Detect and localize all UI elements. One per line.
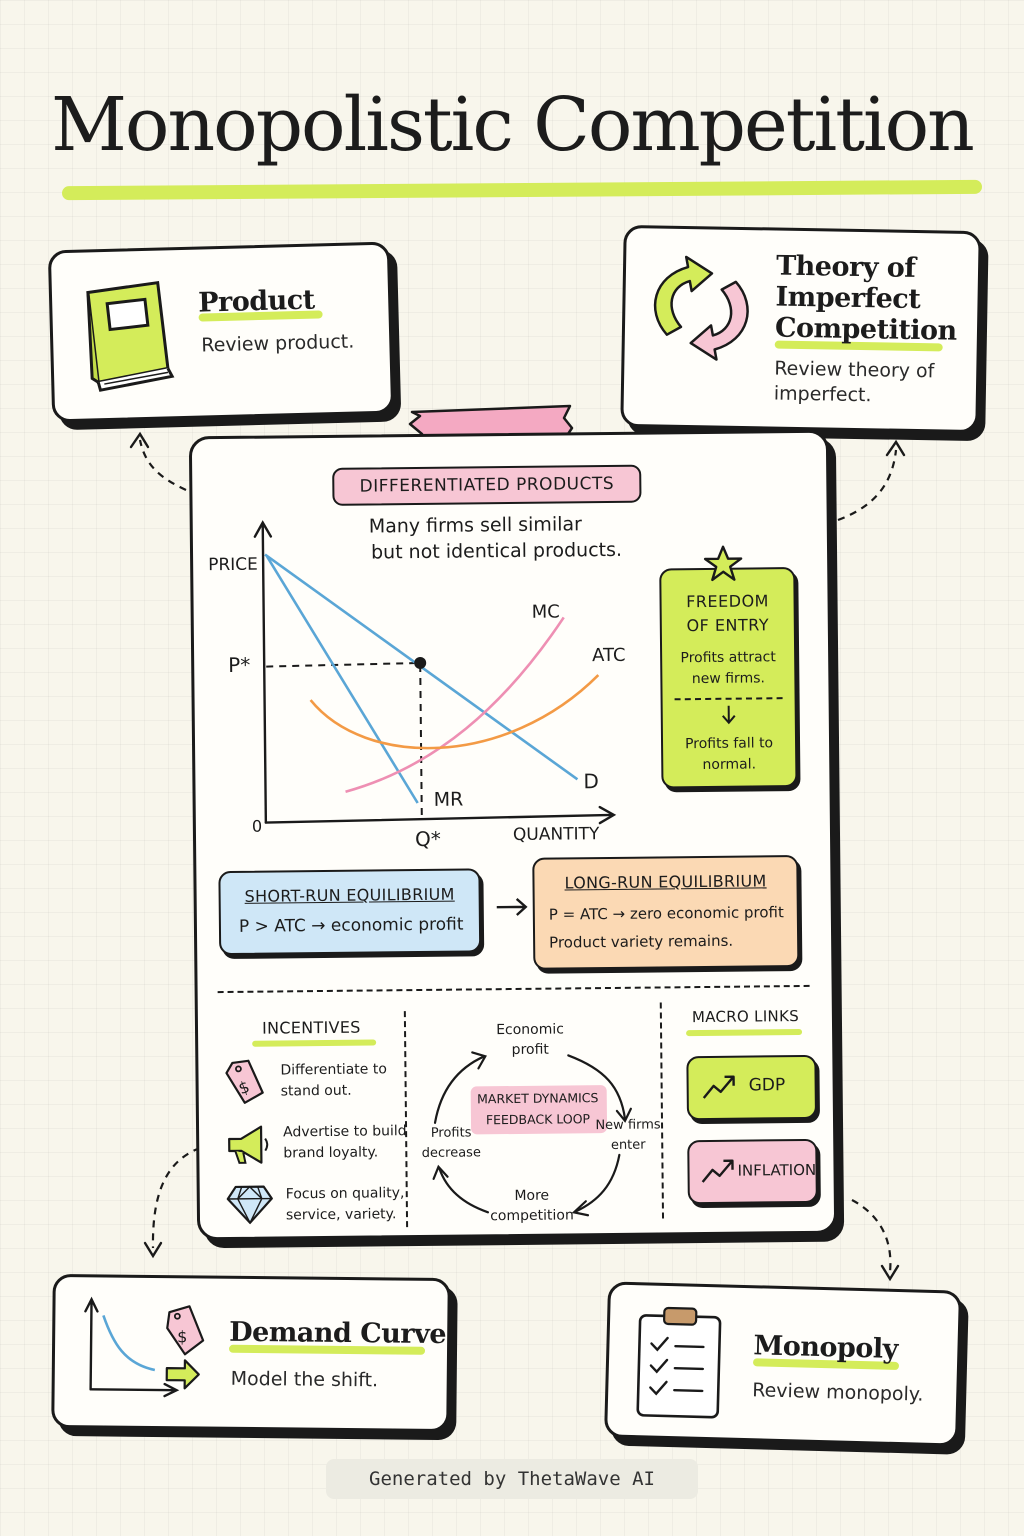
- arrow-to-monopoly: [851, 1199, 892, 1273]
- theory-desc-line-2: imperfect.: [773, 382, 872, 407]
- product-title: Product: [197, 284, 316, 319]
- incentives-title: INCENTIVES: [261, 1017, 361, 1038]
- freedom-divider: [674, 697, 783, 701]
- long-run-title: LONG-RUN EQUILIBRIUM: [564, 871, 767, 893]
- long-run-text-1: P = ATC → zero economic profit: [548, 903, 784, 924]
- quantity-axis-label: QUANTITY: [512, 824, 600, 845]
- clipboard-checklist-icon: [636, 1306, 722, 1419]
- book-icon: [86, 280, 175, 392]
- down-arrow-icon: [722, 705, 736, 725]
- loop-left-line-1: Profits: [430, 1125, 472, 1141]
- freedom-title-line-1: FREEDOM: [686, 591, 770, 612]
- right-arrow-icon: [496, 898, 528, 916]
- macro-links-title: MACRO LINKS: [691, 1007, 800, 1027]
- freedom-text1-line-1: Profits attract: [680, 649, 776, 667]
- megaphone-icon: [228, 1125, 269, 1164]
- price-tag-icon: $: [165, 1305, 205, 1390]
- loop-center-line-1: MARKET DYNAMICS: [477, 1090, 599, 1107]
- section-divider: [217, 984, 810, 994]
- marginal-revenue-curve: [265, 555, 419, 804]
- demand-curve-card[interactable]: $ Demand Curve Model the shift.: [51, 1273, 451, 1433]
- short-run-text: P > ATC → economic profit: [238, 914, 464, 937]
- p-star-guide: [266, 661, 419, 668]
- arrow-to-demand: [151, 1146, 201, 1249]
- monopoly-title: Monopoly: [753, 1330, 899, 1365]
- incentive-3-line-2: service, variety.: [285, 1206, 397, 1224]
- mc-label: MC: [531, 601, 560, 623]
- feedback-loop-arrows: [432, 1051, 632, 1217]
- column-divider-2: [659, 1002, 665, 1219]
- arrow-to-theory: [837, 449, 898, 522]
- generated-by-footer: Generated by ThetaWave AI: [326, 1459, 698, 1499]
- loop-right-line-2: enter: [610, 1137, 646, 1153]
- demand-title: Demand Curve: [229, 1316, 447, 1351]
- theory-desc-line-1: Review theory of: [774, 357, 935, 383]
- short-run-title: SHORT-RUN EQUILIBRIUM: [244, 884, 455, 906]
- loop-bottom-line-2: competition: [490, 1207, 574, 1225]
- loop-bottom-line-1: More: [514, 1187, 550, 1205]
- demand-desc: Model the shift.: [230, 1367, 379, 1392]
- product-desc: Review product.: [201, 330, 355, 357]
- monopolistic-competition-graph: [253, 520, 617, 825]
- theory-title-line-2: Imperfect: [775, 281, 921, 316]
- loop-top-line-2: profit: [511, 1041, 549, 1059]
- average-total-cost-curve: [309, 674, 600, 750]
- freedom-of-entry-card: FREEDOM OF ENTRY Profits attract new fir…: [659, 567, 798, 789]
- main-card: DIFFERENTIATED PRODUCTS Many firms sell …: [188, 429, 838, 1241]
- equilibrium-point: [414, 656, 427, 669]
- incentive-2-line-2: brand loyalty.: [283, 1144, 379, 1162]
- p-star-label: P*: [228, 652, 251, 677]
- cycle-arrows-icon: [653, 255, 749, 361]
- x-axis: [264, 813, 613, 824]
- loop-top-line-1: Economic: [496, 1021, 565, 1039]
- mr-label: MR: [433, 788, 464, 811]
- long-run-equilibrium-card: LONG-RUN EQUILIBRIUM P = ATC → zero econ…: [532, 855, 800, 970]
- loop-left-line-2: decrease: [421, 1145, 481, 1161]
- price-tag-icon: $: [225, 1059, 264, 1104]
- d-label: D: [583, 769, 599, 794]
- y-axis: [261, 523, 268, 824]
- price-axis-label: PRICE: [208, 554, 258, 576]
- incentive-1-line-2: stand out.: [280, 1082, 352, 1100]
- q-star-label: Q*: [414, 826, 441, 852]
- trend-up-icon: [701, 1159, 734, 1183]
- theory-card[interactable]: Theory of Imperfect Competition Review t…: [620, 224, 982, 434]
- long-run-text-2: Product variety remains.: [549, 931, 734, 952]
- theory-title-line-1: Theory of: [775, 250, 916, 284]
- product-card[interactable]: Product Review product.: [47, 241, 395, 423]
- inflation-label: INFLATION: [737, 1160, 817, 1180]
- freedom-text2-line-1: Profits fall to: [684, 735, 774, 753]
- marginal-cost-curve: [345, 616, 565, 794]
- trend-up-icon: [702, 1075, 735, 1099]
- q-star-guide: [419, 664, 423, 819]
- incentive-1-line-1: Differentiate to: [280, 1061, 387, 1079]
- monopoly-card[interactable]: Monopoly Review monopoly.: [604, 1281, 962, 1447]
- loop-right-line-1: New firms: [595, 1117, 661, 1134]
- incentive-3-line-1: Focus on quality,: [285, 1185, 405, 1203]
- freedom-text2-line-2: normal.: [702, 756, 757, 774]
- incentives-highlight: [252, 1039, 377, 1047]
- freedom-text1-line-2: new firms.: [691, 670, 766, 688]
- origin-label: 0: [251, 816, 263, 836]
- inflation-link[interactable]: INFLATION: [687, 1138, 818, 1205]
- demand-graph-icon: [84, 1296, 180, 1398]
- short-run-equilibrium-card: SHORT-RUN EQUILIBRIUM P > ATC → economic…: [218, 868, 482, 956]
- gdp-label: GDP: [748, 1075, 786, 1096]
- star-icon: [703, 545, 743, 582]
- page-title: Monopolistic Competition: [51, 82, 975, 168]
- monopoly-desc: Review monopoly.: [752, 1379, 924, 1406]
- atc-label: ATC: [592, 644, 626, 667]
- svg-text:$: $: [177, 1327, 187, 1346]
- theory-title-line-3: Competition: [774, 312, 957, 347]
- macro-links-highlight: [686, 1028, 803, 1037]
- incentive-2-line-1: Advertise to build: [283, 1123, 407, 1141]
- diamond-icon: [226, 1185, 273, 1225]
- freedom-title-line-2: OF ENTRY: [686, 615, 770, 636]
- gdp-link[interactable]: GDP: [686, 1054, 817, 1121]
